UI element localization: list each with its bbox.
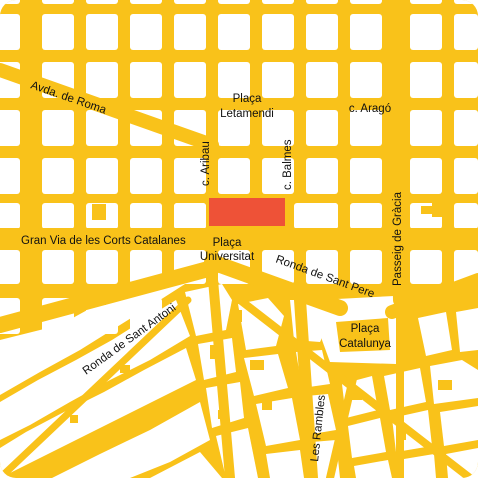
city-block <box>262 110 294 146</box>
city-block <box>218 14 250 50</box>
city-block <box>0 0 20 4</box>
label-passeig-gracia: Passeig de Gràcia <box>392 191 404 286</box>
city-block <box>306 0 338 4</box>
city-block <box>0 203 20 229</box>
city-block <box>42 250 74 284</box>
city-block <box>262 0 294 4</box>
city-block <box>218 0 250 4</box>
city-block <box>350 110 382 146</box>
city-block <box>410 14 442 50</box>
city-block <box>130 14 162 50</box>
city-block <box>350 62 382 98</box>
city-block <box>218 62 250 98</box>
city-block <box>410 110 442 146</box>
passeig-gracia-road <box>388 0 407 307</box>
city-block <box>86 14 118 50</box>
city-block <box>454 203 478 229</box>
label-c-arago: c. Aragó <box>349 103 391 115</box>
city-block <box>42 158 74 194</box>
city-block <box>262 14 294 50</box>
city-block <box>130 62 162 98</box>
city-block <box>86 0 118 4</box>
city-block <box>262 62 294 98</box>
label-placa-catalunya-2: Catalunya <box>339 338 391 350</box>
city-block <box>42 110 74 146</box>
label-c-balmes: c. Balmes <box>282 139 294 190</box>
city-block <box>0 250 20 284</box>
label-c-aribau: c. Aribau <box>200 141 212 186</box>
les-rambles-road <box>294 294 318 478</box>
city-block <box>174 158 206 194</box>
label-placa-universitat-1: Plaça <box>213 237 242 249</box>
label-placa-catalunya-1: Plaça <box>351 323 380 335</box>
label-placa-letamendi-2: Letamendi <box>220 108 274 120</box>
city-block <box>86 110 118 146</box>
city-block <box>454 62 478 98</box>
ronda-sant-pere-road <box>204 254 348 316</box>
city-block <box>410 250 442 284</box>
label-placa-letamendi-1: Plaça <box>233 93 262 105</box>
city-block <box>42 0 74 4</box>
city-block <box>42 203 74 229</box>
label-placa-universitat-2: Universitat <box>200 251 255 263</box>
city-block <box>454 14 478 50</box>
ronda-east-road <box>385 273 478 319</box>
city-block <box>130 203 162 229</box>
city-block <box>454 0 478 4</box>
city-block <box>174 0 206 4</box>
city-block <box>174 203 206 229</box>
city-block <box>306 250 338 284</box>
city-block <box>86 250 118 284</box>
city-block <box>0 14 20 50</box>
city-block <box>350 14 382 50</box>
city-block <box>218 110 250 146</box>
city-block <box>294 203 338 229</box>
city-block <box>174 62 206 98</box>
city-block <box>262 158 294 194</box>
city-block <box>306 110 338 146</box>
city-block <box>86 62 118 98</box>
city-block <box>42 14 74 50</box>
city-block <box>306 14 338 50</box>
city-block <box>410 158 442 194</box>
highlight-block <box>209 198 285 226</box>
city-block <box>350 250 382 284</box>
city-block <box>350 158 382 194</box>
city-block <box>306 158 338 194</box>
avda-roma-road <box>0 63 219 152</box>
city-block <box>454 110 478 146</box>
city-block <box>410 0 442 4</box>
city-block <box>218 158 250 194</box>
city-block <box>174 14 206 50</box>
city-block <box>306 62 338 98</box>
city-block <box>130 158 162 194</box>
label-gran-via: Gran Via de les Corts Catalanes <box>21 235 186 247</box>
city-block <box>454 158 478 194</box>
city-block <box>0 110 20 146</box>
city-block <box>350 0 382 4</box>
city-block <box>350 203 382 229</box>
city-block <box>410 62 442 98</box>
city-block <box>130 0 162 4</box>
city-block <box>0 158 20 194</box>
city-block <box>86 158 118 194</box>
